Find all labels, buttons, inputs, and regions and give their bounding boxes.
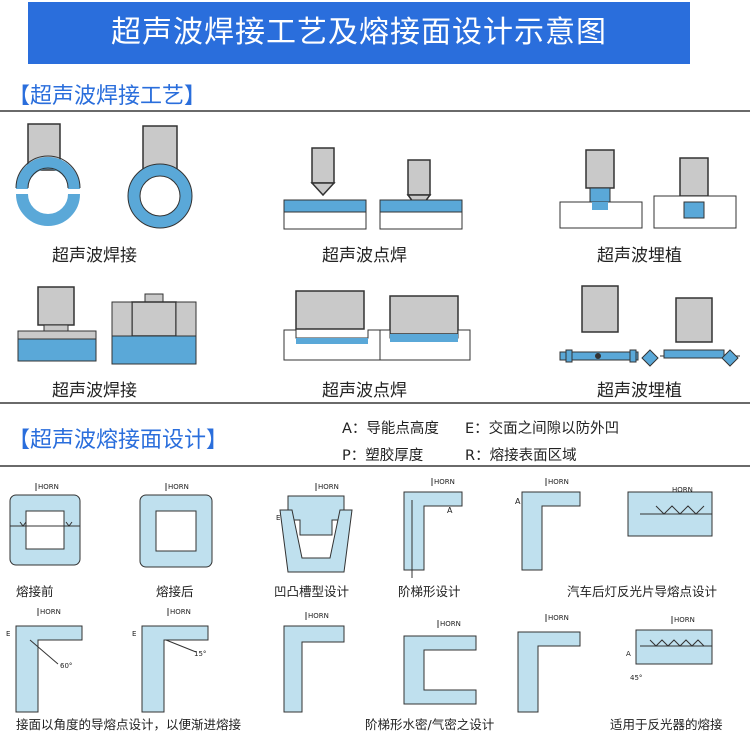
caption-taillight-reflector-design: 汽车后灯反光片导熔点设计 — [567, 584, 718, 599]
section-divider-bottom — [0, 465, 750, 467]
diagram-joint-after: HORN — [139, 483, 213, 568]
label-horn-6: HORN — [672, 486, 693, 494]
diagram-embed-after — [653, 157, 737, 229]
caption-ultrasonic-embedding-2: 超声波埋植 — [597, 381, 682, 401]
diagram-spot-weld-after — [379, 159, 463, 230]
label-horn-9: HORN — [308, 612, 329, 620]
diagram-embed2-before — [559, 285, 639, 363]
note-plastic-thickness: P：塑胶厚度 — [342, 448, 424, 464]
diagram-step-joint: HORN A — [403, 478, 463, 578]
caption-ultrasonic-welding-2: 超声波焊接 — [52, 381, 137, 401]
label-horn-1: HORN — [38, 483, 59, 491]
diagram-weld2-after — [111, 293, 197, 365]
caption-angled-energy-director: 接面以角度的导熔点设计，以便渐进熔接 — [16, 717, 242, 732]
label-horn-5: HORN — [548, 478, 569, 486]
section-title-process: 【超声波焊接工艺】 — [8, 84, 207, 109]
label-horn-11: HORN — [548, 614, 569, 622]
diagram-embed-before — [559, 149, 643, 229]
note-energy-director-height: A：导能点高度 — [342, 421, 439, 437]
label-angle-45: 45° — [630, 674, 642, 682]
page-title: 超声波焊接工艺及熔接面设计示意图 — [111, 15, 607, 50]
section-title-design: 【超声波熔接面设计】 — [8, 428, 229, 453]
diagram-joint-before: HORN — [9, 483, 81, 566]
label-horn-3: HORN — [318, 483, 339, 491]
label-angle-60: 60° — [60, 662, 72, 670]
note-interface-gap: E：交面之间隙以防外凹 — [465, 421, 620, 437]
caption-step-seal-design: 阶梯形水密/气密之设计 — [365, 717, 495, 732]
label-e-8: E — [132, 630, 136, 638]
label-horn-4: HORN — [434, 478, 455, 486]
caption-ultrasonic-spot-welding-2: 超声波点焊 — [322, 381, 407, 401]
title-banner: 超声波焊接工艺及熔接面设计示意图 — [0, 0, 750, 70]
caption-ultrasonic-welding: 超声波焊接 — [52, 246, 137, 266]
diagram-tongue-groove: HORN E — [276, 483, 353, 573]
caption-ultrasonic-spot-welding: 超声波点焊 — [322, 246, 407, 266]
label-horn-7: HORN — [40, 608, 61, 616]
caption-ultrasonic-embedding: 超声波埋植 — [597, 246, 682, 266]
section-divider-mid — [0, 402, 750, 404]
label-a-5: A — [515, 497, 521, 506]
label-horn-2: HORN — [168, 483, 189, 491]
diagram-step-seal-watertight: HORN — [403, 620, 477, 705]
diagram-spot-weld-before — [283, 147, 367, 230]
diagram-embed2-after — [641, 297, 740, 367]
label-angle-15: 15° — [194, 650, 206, 658]
diagram-ring-before — [15, 123, 81, 226]
caption-before-welding: 熔接前 — [16, 584, 54, 599]
label-e-7: E — [6, 630, 10, 638]
title-bar — [28, 2, 690, 64]
label-horn-12: HORN — [674, 616, 695, 624]
label-horn-10: HORN — [440, 620, 461, 628]
label-a-12: A — [626, 650, 631, 658]
section-divider-top — [0, 110, 750, 112]
caption-step-design: 阶梯形设计 — [398, 584, 461, 599]
diagram-reflector-weld: HORN A 45° — [626, 616, 713, 682]
note-weld-surface-area: R：熔接表面区域 — [465, 448, 577, 464]
diagram-step-seal-right: HORN — [517, 614, 581, 713]
label-e-3: E — [276, 514, 280, 522]
diagram-spot2-after — [379, 295, 471, 361]
caption-after-welding: 熔接后 — [156, 584, 194, 599]
caption-tongue-groove-design: 凹凸槽型设计 — [274, 584, 350, 599]
label-horn-8: HORN — [170, 608, 191, 616]
diagram-angled-energy-director: 60° HORN E 15° HORN E — [6, 608, 209, 713]
label-a-4: A — [447, 506, 453, 515]
diagram-spot2-before — [283, 290, 381, 361]
diagram-taillight-reflector: HORN A HORN — [515, 478, 713, 571]
diagram-step-seal-left: HORN — [283, 612, 345, 713]
diagram-ring-after — [127, 125, 193, 229]
diagram-weld2-before — [17, 286, 97, 362]
caption-reflector-welding: 适用于反光器的熔接 — [610, 717, 723, 732]
